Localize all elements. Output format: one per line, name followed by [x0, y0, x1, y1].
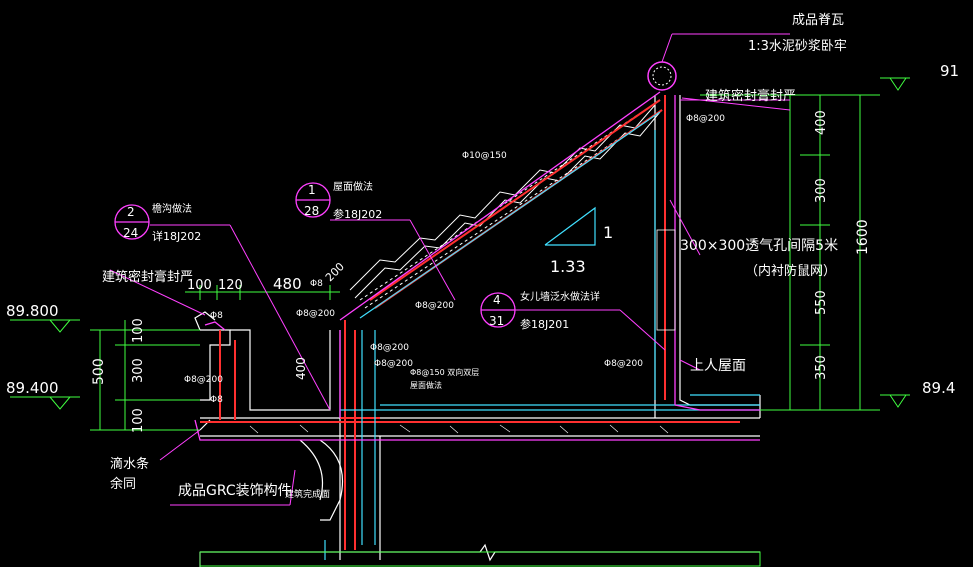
mortar-label: 1:3水泥砂浆卧牢	[748, 39, 847, 54]
cyan-lines	[324, 111, 760, 560]
grc-label: 成品GRC装饰构件	[178, 483, 292, 499]
rebar-r10: Φ8	[210, 395, 223, 405]
rebar-r9: Φ8@200	[184, 375, 223, 385]
dim-r350: 350	[814, 355, 829, 380]
callout-4-sheet: 31	[489, 314, 504, 328]
roof-access-label: 上人屋面	[690, 358, 746, 374]
hatch	[249, 424, 669, 434]
callout-1-ref: 参18J202	[333, 207, 382, 221]
slope-rise: 1	[603, 223, 613, 242]
dim-120: 120	[218, 278, 243, 293]
elevation-894: 89.4	[922, 379, 955, 397]
slope-run: 1.33	[550, 257, 586, 276]
callout-2-sheet: 24	[123, 226, 138, 240]
callout-2-num: 2	[127, 205, 135, 219]
small-label: 建筑完成面	[285, 488, 330, 500]
ridge-tile-label: 成品脊瓦	[792, 13, 844, 28]
leader-lines	[109, 33, 791, 506]
dim-200: 200	[323, 260, 347, 284]
callout-1-num: 1	[308, 183, 316, 197]
callout-2-title: 檐沟做法	[152, 202, 192, 215]
elevation-89400: 89.400	[6, 379, 59, 397]
ridge-tile-icon	[652, 66, 672, 86]
rebar-r6: Φ8@200	[604, 359, 643, 369]
dim-100: 100	[187, 278, 212, 293]
dim-r400: 400	[814, 110, 829, 135]
sealant-top-label: 建筑密封膏封严	[705, 88, 796, 104]
rebar-r3: Φ8@200	[415, 301, 454, 311]
elevation-89800: 89.800	[6, 302, 59, 320]
sealant-left-label: 建筑密封膏封严	[102, 269, 193, 285]
callout-1-title: 屋面做法	[333, 180, 373, 193]
rebar-lines	[200, 95, 740, 550]
drip-same-label: 余同	[110, 476, 136, 492]
roof-layer-label: 屋面做法	[410, 380, 442, 390]
rebar-r1: Φ10@150	[462, 151, 507, 161]
dim-v300: 300	[131, 358, 146, 383]
rebar-r5: Φ8@200	[370, 343, 409, 353]
section-title-box	[199, 551, 761, 567]
callout-1-sheet: 28	[304, 204, 319, 218]
drip-label: 滴水条	[110, 456, 149, 472]
dim-v100b: 100	[131, 408, 146, 433]
callout-circles	[114, 182, 516, 328]
dim-400-slope: 400	[294, 357, 308, 380]
dim-r300: 300	[814, 178, 829, 203]
dim-v500: 500	[91, 358, 107, 385]
rebar-r7: Φ8	[310, 279, 323, 289]
callout-2-ref: 详18J202	[152, 229, 201, 243]
callout-4-title: 女儿墙泛水做法详	[520, 290, 600, 303]
dim-480: 480	[273, 275, 302, 293]
callout-4-ref: 参18J201	[520, 317, 569, 331]
ridge-tile-callout	[647, 61, 677, 91]
vent-label: 300×300透气孔间隔5米	[680, 238, 838, 254]
vent-sub-label: （内衬防鼠网）	[745, 263, 836, 279]
dimension-lines	[10, 77, 910, 567]
dim-r1600: 1600	[855, 219, 871, 255]
vent-block	[656, 229, 676, 331]
rebar-r4: Φ8@200	[296, 309, 335, 319]
callout-4-num: 4	[493, 293, 501, 307]
rebar-r2: Φ8@200	[686, 114, 725, 124]
rebar-r11: Φ8@200	[374, 359, 413, 369]
dim-r550: 550	[814, 290, 829, 315]
dim-v100: 100	[131, 318, 146, 343]
elevation-91: 91	[940, 62, 959, 80]
rebar-r8: Φ8	[210, 311, 223, 321]
waterproof-label: Φ8@150 双向双层	[410, 367, 479, 377]
